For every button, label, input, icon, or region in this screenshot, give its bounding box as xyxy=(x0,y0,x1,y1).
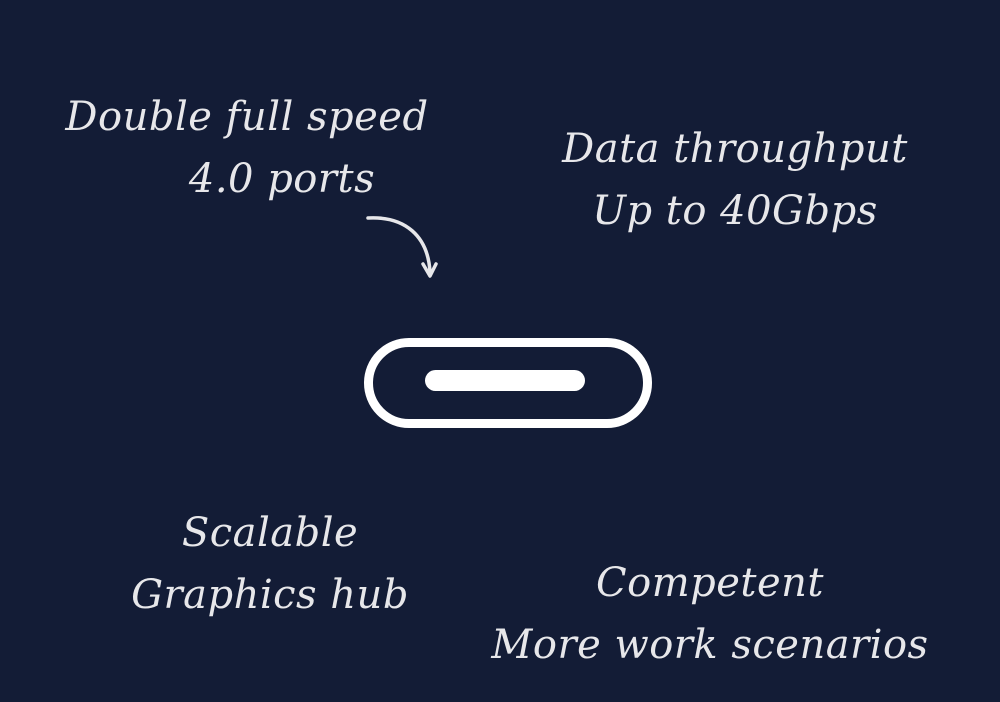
callout-ports: Double full speed 4.0 ports xyxy=(62,86,432,210)
callout-graphics: Scalable Graphics hub xyxy=(110,502,430,626)
callout-scenarios: Competent More work scenarios xyxy=(480,552,940,676)
callout-throughput-line-2: Up to 40Gbps xyxy=(592,188,878,234)
callout-graphics-line-2: Graphics hub xyxy=(131,572,409,618)
callout-scenarios-line-1: Competent xyxy=(596,560,824,606)
usb-c-port-icon xyxy=(364,338,652,428)
callout-throughput-line-1: Data throughput xyxy=(562,126,908,172)
curved-arrow-down-icon xyxy=(366,216,438,278)
callout-ports-line-2: 4.0 ports xyxy=(188,156,376,202)
callout-ports-line-1: Double full speed xyxy=(65,94,429,140)
callout-scenarios-line-2: More work scenarios xyxy=(491,622,929,668)
callout-throughput: Data throughput Up to 40Gbps xyxy=(540,118,930,242)
callout-graphics-line-1: Scalable xyxy=(181,510,359,556)
